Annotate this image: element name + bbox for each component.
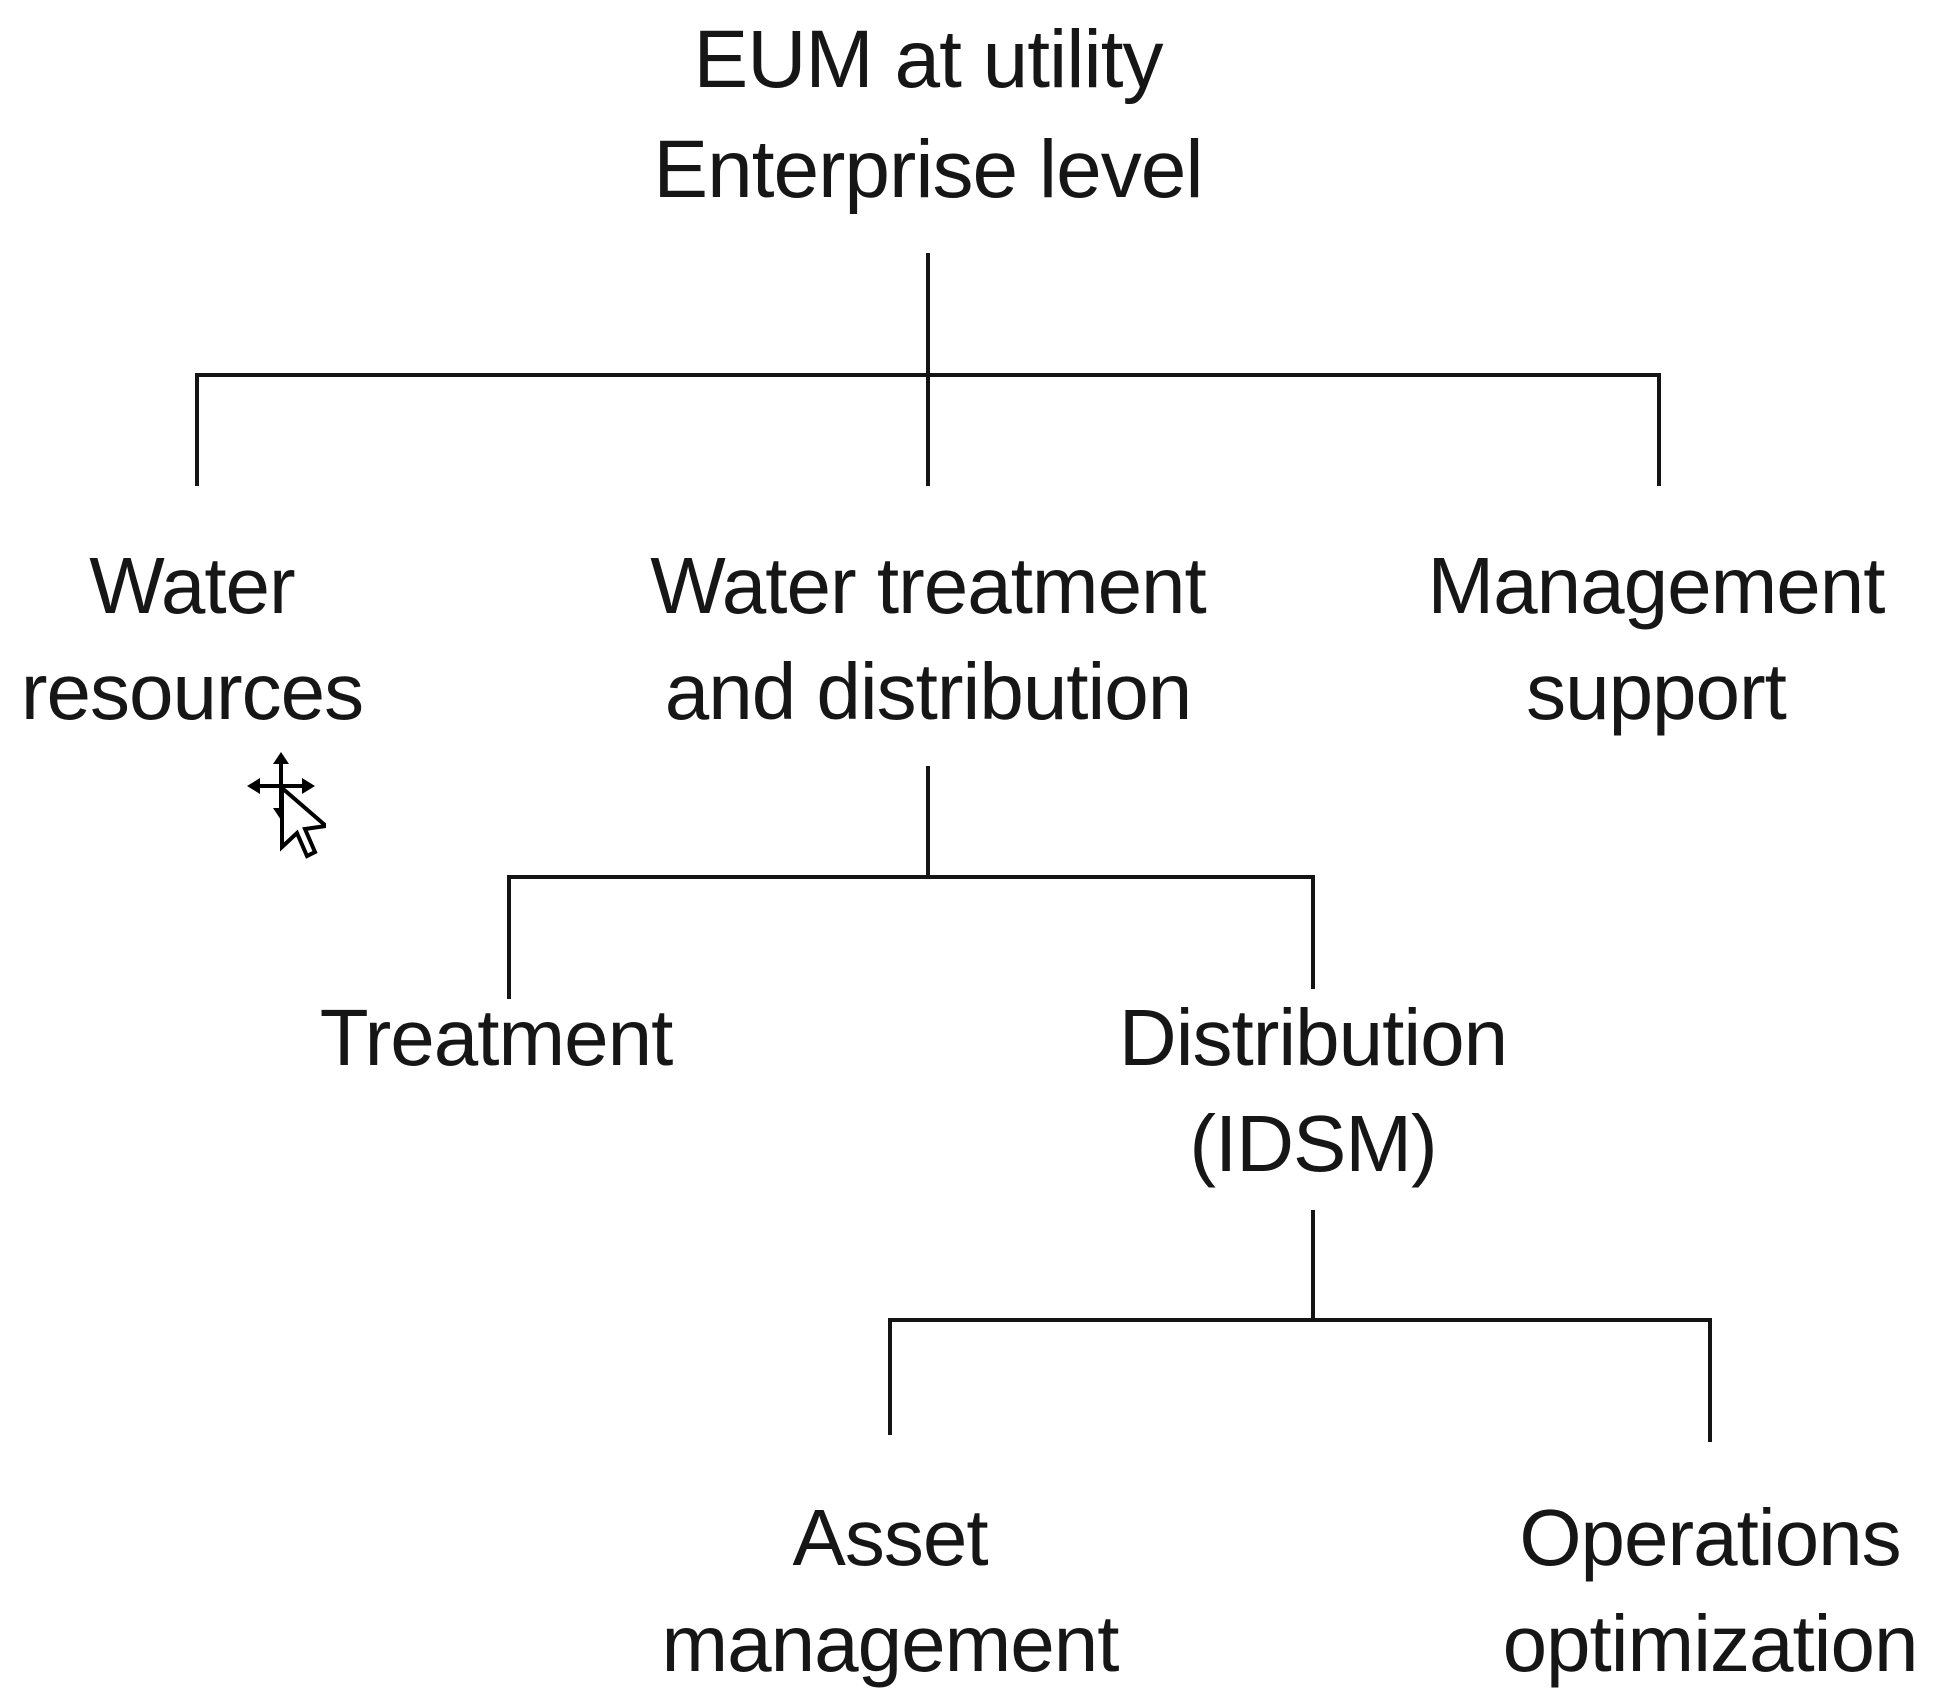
node-treatment[interactable]: Treatment xyxy=(319,993,674,1082)
node-water-treatment-and-distribution[interactable]: Water treatment and distribution xyxy=(650,541,1207,736)
connector-drop-distribution xyxy=(1311,875,1315,989)
node-eum-enterprise-level[interactable]: EUM at utility Enterprise level xyxy=(653,14,1203,215)
node-water-resources[interactable]: Water resources xyxy=(20,541,364,736)
connector-drop-water-resources xyxy=(195,373,199,486)
move-cursor-icon xyxy=(246,752,331,864)
node-distribution-idsm[interactable]: Distribution (IDSM) xyxy=(1118,993,1508,1188)
connector-distribution-stem xyxy=(1311,1210,1315,1322)
node-management-support[interactable]: Management support xyxy=(1427,541,1886,736)
connector-level3-rail xyxy=(888,1318,1712,1322)
connector-drop-treatment xyxy=(507,875,511,999)
connector-water-treatment-stem xyxy=(926,766,930,877)
connector-root-stem xyxy=(926,253,930,375)
connector-drop-operations-optimization xyxy=(1708,1318,1712,1442)
connector-drop-management-support xyxy=(1657,373,1661,486)
connector-drop-asset-management xyxy=(888,1318,892,1435)
connector-drop-water-treatment xyxy=(926,373,930,486)
node-operations-optimization[interactable]: Operations optimization xyxy=(1502,1493,1919,1688)
connector-level2-rail xyxy=(507,875,1315,879)
node-asset-management[interactable]: Asset management xyxy=(661,1493,1120,1688)
